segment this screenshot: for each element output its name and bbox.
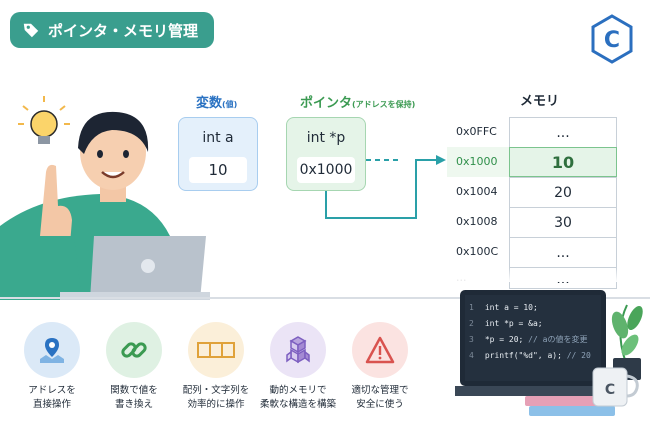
memory-address: 0x100C <box>456 245 499 258</box>
code-text: printf("%d", a); <box>484 351 562 360</box>
line-number: 4 <box>469 351 474 360</box>
logo-letter: C <box>604 28 620 53</box>
feature-array-string: 配列・文字列を効率的に操作 <box>176 322 256 412</box>
memory-cell: 20 <box>509 177 617 207</box>
memory-cell: ... <box>509 117 617 147</box>
code-comment: // 20 <box>561 351 591 360</box>
memory-row: 0x100C ... <box>447 237 617 267</box>
link-icon <box>121 342 147 358</box>
line-number: 2 <box>469 319 474 328</box>
feature-caption-line2: 書き換え <box>114 399 153 410</box>
feature-caption-line2: 安全に使う <box>356 399 404 410</box>
array-icon <box>197 342 235 358</box>
variable-value: 10 <box>189 157 247 183</box>
feature-circle <box>270 322 326 378</box>
code-editor: 1 int a = 10; 2 int *p = &a; 3 *p = 20; … <box>469 300 603 364</box>
memory-cell: 30 <box>509 207 617 237</box>
code-text: int a = 10; <box>484 303 538 312</box>
feature-caption-line1: アドレスを <box>28 385 76 396</box>
memory-address: 0x1000 <box>447 147 509 177</box>
feature-caption-line1: 適切な管理で <box>351 385 409 396</box>
feature-caption-line2: 柔軟な構造を構築 <box>259 399 336 410</box>
mug-logo-letter: C <box>605 382 615 398</box>
memory-address: 0x1008 <box>456 215 498 228</box>
lightbulb-icon <box>18 96 70 144</box>
feature-function-modify: 関数で値を書き換え <box>94 322 174 412</box>
arrowhead <box>436 155 446 165</box>
memory-heading: メモリ <box>520 94 560 109</box>
code-line: 3 *p = 20; // aの値を変更 <box>469 332 603 348</box>
memory-row: 0x1008 30 <box>447 207 617 237</box>
person-illustration <box>0 96 210 300</box>
pointer-label-note: (アドレスを保持) <box>352 100 416 109</box>
memory-row: 0x0FFC ... <box>447 117 617 147</box>
pointer-declaration: int *p <box>306 130 346 146</box>
code-line: 2 int *p = &a; <box>469 316 603 332</box>
feature-circle <box>352 322 408 378</box>
variable-label-note: (値) <box>222 100 238 109</box>
code-line: 4 printf("%d", a); // 20 <box>469 348 603 364</box>
variable-label: 変数 <box>196 96 223 111</box>
memory-fade <box>447 268 617 282</box>
memory-row-highlighted: 0x1000 10 <box>447 147 617 177</box>
feature-caption-line1: 配列・文字列を <box>182 385 250 396</box>
memory-cell: ... <box>509 237 617 267</box>
pointer-label: ポインタ <box>300 96 353 111</box>
variable-heading: 変数(値) <box>196 92 237 111</box>
code-line: 1 int a = 10; <box>469 300 603 316</box>
variable-declaration: int a <box>202 130 234 146</box>
line-number: 1 <box>469 303 474 312</box>
page-title: ポインタ・メモリ管理 <box>48 21 199 40</box>
mug-icon: C <box>592 367 639 407</box>
memory-row: 0x1004 20 <box>447 177 617 207</box>
desk-line <box>0 297 650 299</box>
code-text: *p = 20; <box>484 335 524 344</box>
feature-circle <box>24 322 80 378</box>
warning-icon <box>365 336 395 364</box>
pointer-value: 0x1000 <box>297 157 355 183</box>
variable-box: int a 10 <box>178 117 258 191</box>
feature-caption-line2: 直接操作 <box>32 399 71 410</box>
c-language-logo-icon: C <box>591 14 633 64</box>
memory-address: 0x1004 <box>456 185 498 198</box>
cubes-icon <box>286 336 310 364</box>
code-comment: // aの値を変更 <box>523 335 588 344</box>
tag-icon <box>23 23 39 38</box>
line-number: 3 <box>469 335 474 344</box>
pointer-heading: ポインタ(アドレスを保持) <box>300 92 415 111</box>
feature-safe-management: 適切な管理で安全に使う <box>340 322 420 412</box>
feature-circle <box>106 322 162 378</box>
feature-dynamic-memory: 動的メモリで柔軟な構造を構築 <box>258 322 338 412</box>
feature-caption-line1: 関数で値を <box>110 385 158 396</box>
feature-caption-line1: 動的メモリで <box>269 385 327 396</box>
laptop-illustration: C <box>455 290 643 416</box>
feature-direct-address: アドレスを直接操作 <box>12 322 92 412</box>
pointer-box: int *p 0x1000 <box>286 117 366 191</box>
page-title-pill: ポインタ・メモリ管理 <box>10 12 214 48</box>
memory-table: 0x0FFC ... 0x1000 10 0x1004 20 0x1008 30… <box>447 117 617 289</box>
memory-address: 0x0FFC <box>456 125 497 138</box>
memory-cell: 10 <box>509 147 617 177</box>
map-pin-icon <box>40 338 64 363</box>
feature-circle <box>188 322 244 378</box>
feature-caption-line2: 効率的に操作 <box>187 399 245 410</box>
code-text: int *p = &a; <box>484 319 543 328</box>
